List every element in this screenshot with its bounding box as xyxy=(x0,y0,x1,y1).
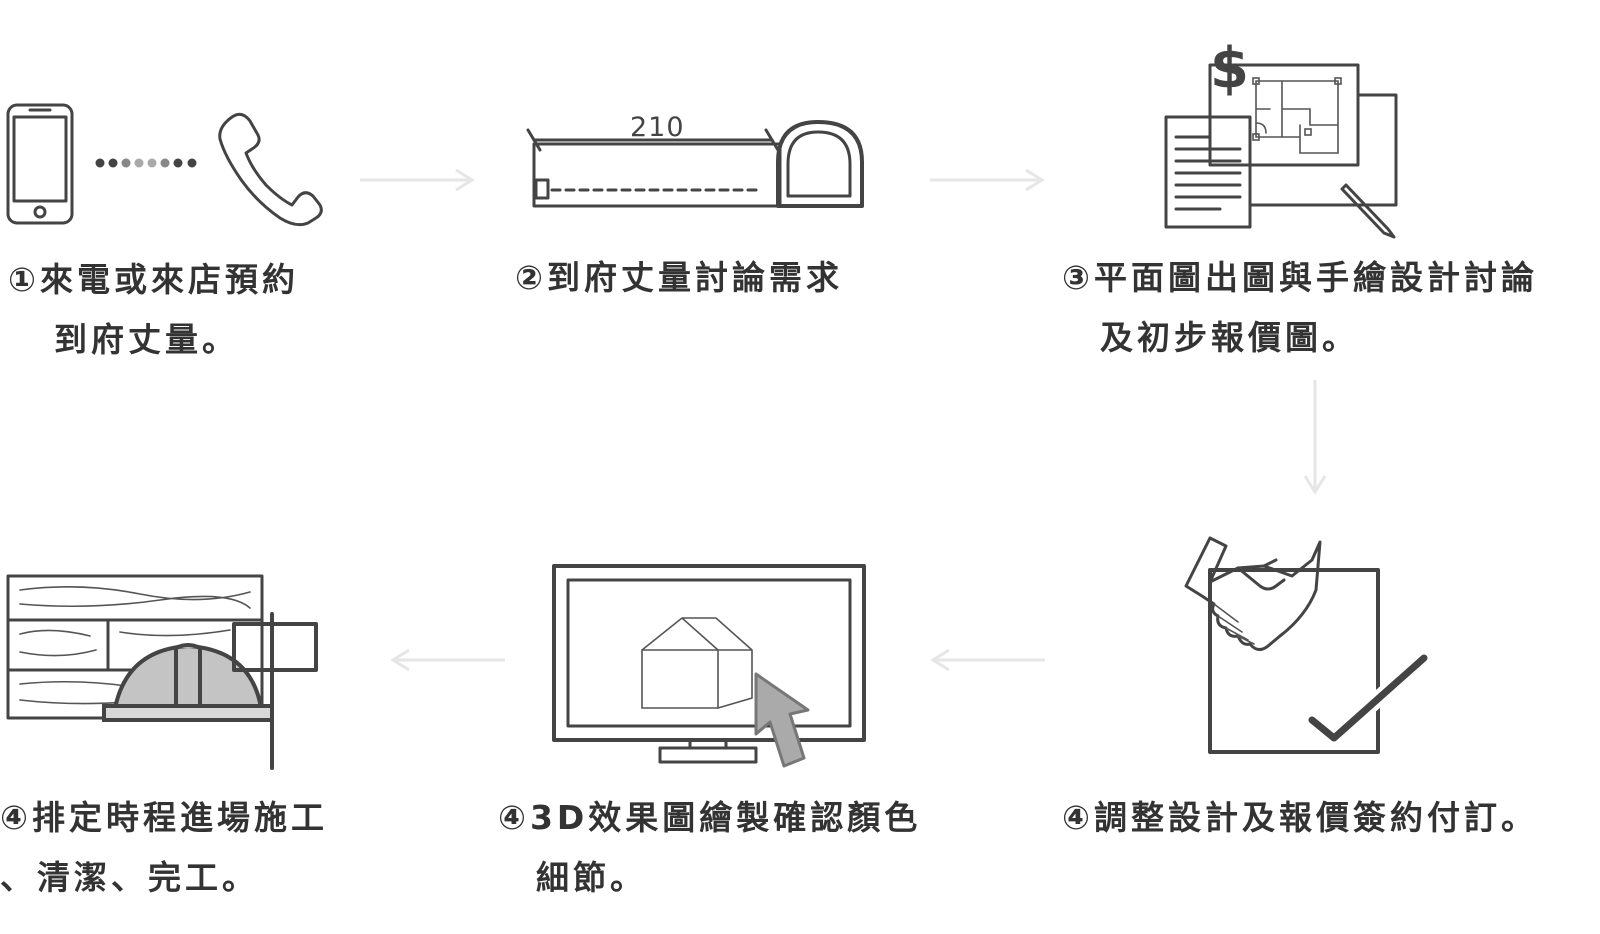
caption-line-1: ④排定時程進場施工 xyxy=(0,798,328,837)
arrow-right-1-icon xyxy=(360,168,475,192)
caption-line-2: 到府丈量。 xyxy=(54,320,239,359)
arrow-left-1-icon xyxy=(930,648,1045,672)
caption-line-2: 、清潔、完工。 xyxy=(0,858,259,897)
monitor-3d-icon xyxy=(552,564,866,768)
caption-line-1: ③平面圖出圖與手繪設計討論 xyxy=(1062,258,1538,297)
measure-label: 210 xyxy=(630,112,685,143)
arrow-down-icon xyxy=(1303,380,1327,495)
arrow-left-2-icon xyxy=(390,648,505,672)
phone-call-icon xyxy=(6,103,323,227)
caption-line-1: ④3D效果圖繪製確認顏色 xyxy=(498,798,922,837)
caption-line-2: 細節。 xyxy=(536,858,647,897)
construction-helmet-icon xyxy=(6,574,318,770)
tape-measure-icon: 210 xyxy=(526,112,864,208)
caption-line-2: 及初步報價圖。 xyxy=(1100,318,1359,357)
caption-line-1: ①來電或來店預約 xyxy=(8,260,299,299)
dollar-icon: $ xyxy=(1210,36,1249,101)
caption-line-1: ②到府丈量討論需求 xyxy=(515,258,843,297)
handshake-check-icon xyxy=(1184,536,1432,754)
caption-line-1: ④調整設計及報價簽約付訂。 xyxy=(1062,798,1538,837)
arrow-right-2-icon xyxy=(930,168,1045,192)
floorplan-quote-icon: $ xyxy=(1164,36,1398,239)
